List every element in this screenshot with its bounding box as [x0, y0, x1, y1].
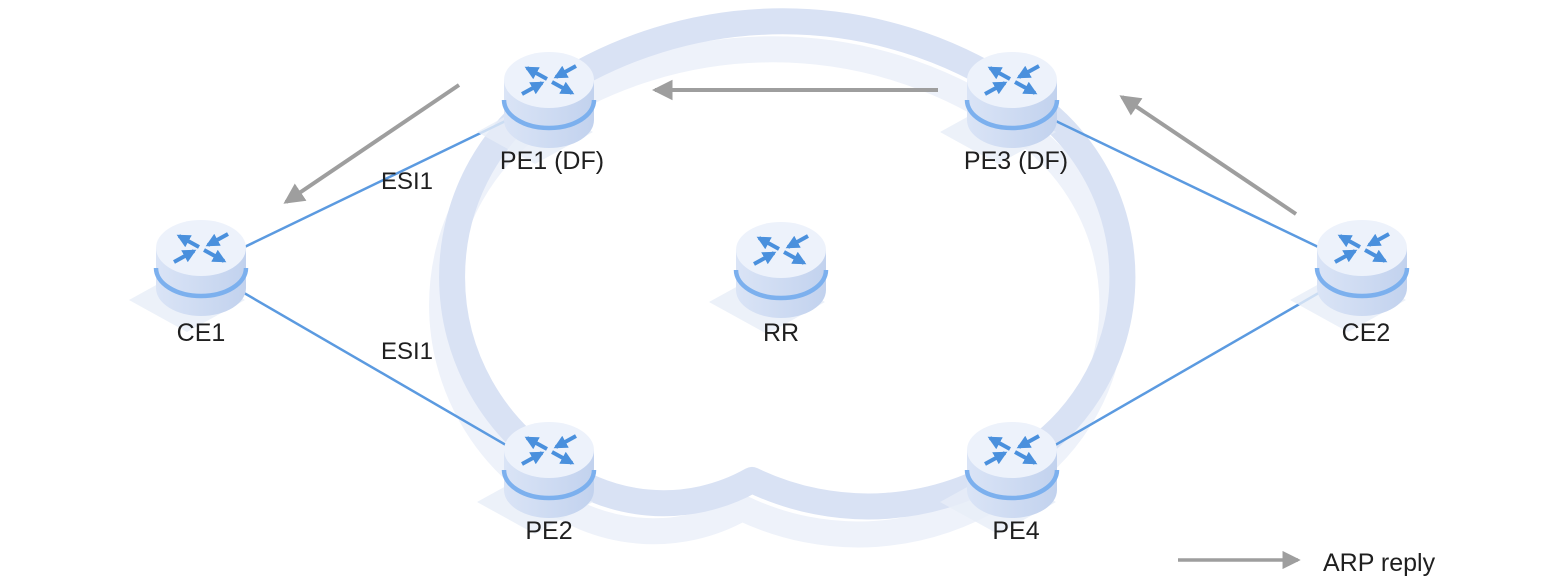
arp-arrow-pe1-to-ce1: [283, 83, 461, 204]
node-label-ce2: CE2: [1342, 319, 1391, 347]
link-ce2-pe3: [1011, 98, 1363, 270]
legend-label: ARP reply: [1323, 549, 1436, 577]
esi-label-ce1-pe1: ESI1: [381, 168, 433, 195]
router-icon-ce1: [129, 220, 246, 332]
router-icon-ce2: [1290, 220, 1407, 332]
node-label-pe1: PE1 (DF): [500, 147, 604, 175]
node-label-rr: RR: [763, 319, 799, 347]
node-label-pe4: PE4: [992, 517, 1039, 545]
link-ce1-pe2: [200, 266, 550, 472]
node-label-ce1: CE1: [177, 319, 226, 347]
core-cloud-shadow: [429, 36, 1126, 548]
node-label-pe2: PE2: [525, 517, 572, 545]
legend: ARP reply: [1178, 549, 1436, 577]
esi-label-ce1-pe2: ESI1: [381, 338, 433, 365]
router-icon-rr: [709, 222, 826, 334]
node-label-pe3: PE3 (DF): [964, 147, 1068, 175]
core-cloud: [439, 8, 1136, 520]
arp-arrow-ce2-to-pe3: [1119, 95, 1298, 216]
